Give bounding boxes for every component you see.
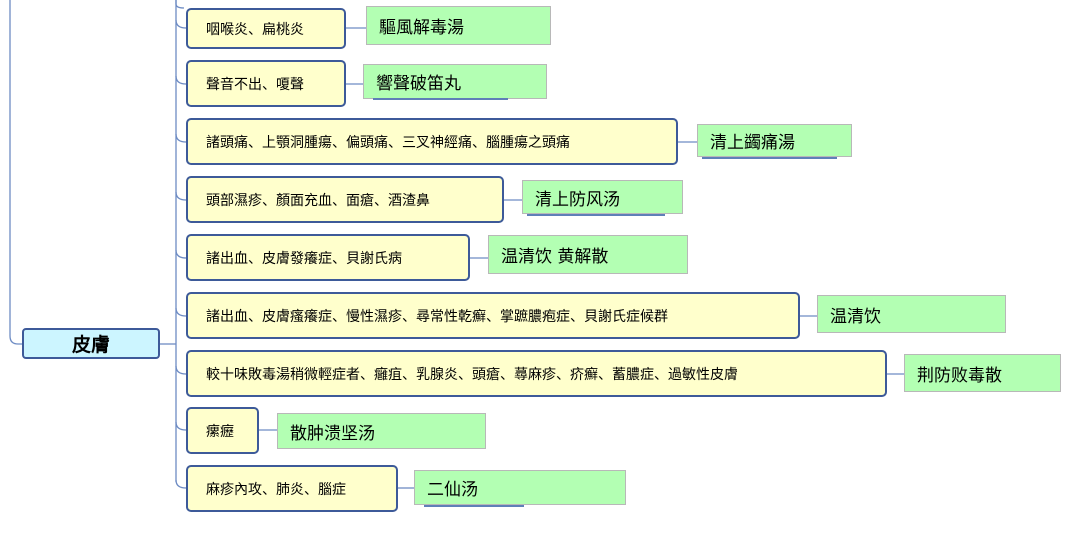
remedy-node[interactable]: 驅風解毒湯 xyxy=(366,6,551,45)
branch-connector xyxy=(175,249,187,259)
branch-connector xyxy=(175,421,187,431)
condition-label: 瘰癧 xyxy=(206,423,234,440)
condition-node[interactable]: 諸出血、皮膚發癢症、貝謝氏病 xyxy=(186,234,470,281)
remedy-node[interactable]: 響聲破笛丸 xyxy=(363,64,547,99)
branch-connector xyxy=(175,133,187,143)
remedy-label: 驅風解毒湯 xyxy=(379,18,464,38)
condition-label: 諸出血、皮膚發癢症、貝謝氏病 xyxy=(206,250,402,267)
root-label: 皮膚 xyxy=(71,334,110,356)
condition-node[interactable]: 諸出血、皮膚瘙癢症、慢性濕疹、尋常性乾癬、掌蹠膿疱症、貝謝氏症候群 xyxy=(186,292,800,339)
remedy-underline xyxy=(527,214,665,216)
remedy-node[interactable]: 清上防风汤 xyxy=(522,180,683,214)
condition-node[interactable]: 諸頭痛、上顎洞腫瘍、偏頭痛、三叉神經痛、腦腫瘍之頭痛 xyxy=(186,118,678,165)
condition-node[interactable]: 聲音不出、嗄聲 xyxy=(186,60,346,107)
condition-label: 較十味敗毒湯稍微輕症者、癰疽、乳腺炎、頭瘡、蕁麻疹、疥癬、蓄膿症、過敏性皮膚 xyxy=(206,366,738,383)
condition-label: 聲音不出、嗄聲 xyxy=(206,76,304,93)
remedy-underline xyxy=(702,157,837,159)
condition-node[interactable]: 麻疹內攻、肺炎、腦症 xyxy=(186,465,398,512)
condition-node[interactable]: 瘰癧 xyxy=(186,407,259,454)
root-node[interactable]: 皮膚 xyxy=(22,328,160,359)
remedy-node[interactable]: 温清饮 黄解散 xyxy=(488,235,688,274)
condition-node[interactable]: 頭部濕疹、顏面充血、面瘡、酒渣鼻 xyxy=(186,176,504,223)
branch-connector xyxy=(175,479,187,489)
condition-label: 麻疹內攻、肺炎、腦症 xyxy=(206,481,346,498)
remedy-node[interactable]: 二仙汤 xyxy=(414,470,626,505)
remedy-node[interactable]: 清上蠲痛湯 xyxy=(697,124,852,157)
branch-connector xyxy=(175,75,187,85)
remedy-label: 温清饮 xyxy=(830,306,881,327)
remedy-label: 荆防败毒散 xyxy=(917,365,1002,386)
remedy-label: 散肿溃坚汤 xyxy=(290,423,375,444)
remedy-underline xyxy=(373,98,508,100)
condition-label: 諸頭痛、上顎洞腫瘍、偏頭痛、三叉神經痛、腦腫瘍之頭痛 xyxy=(206,134,570,151)
remedy-label: 響聲破笛丸 xyxy=(376,74,461,94)
branch-connector xyxy=(175,365,187,375)
branch-connector xyxy=(175,0,185,9)
condition-node[interactable]: 較十味敗毒湯稍微輕症者、癰疽、乳腺炎、頭瘡、蕁麻疹、疥癬、蓄膿症、過敏性皮膚 xyxy=(186,350,887,397)
remedy-label: 清上防风汤 xyxy=(535,189,620,210)
remedy-node[interactable]: 荆防败毒散 xyxy=(904,354,1061,392)
remedy-label: 温清饮 黄解散 xyxy=(501,247,609,267)
remedy-underline xyxy=(424,505,524,507)
condition-label: 諸出血、皮膚瘙癢症、慢性濕疹、尋常性乾癬、掌蹠膿疱症、貝謝氏症候群 xyxy=(206,308,668,325)
branch-connector xyxy=(175,191,187,201)
trunk-connector xyxy=(9,0,22,345)
remedy-node[interactable]: 散肿溃坚汤 xyxy=(277,413,486,449)
remedy-node[interactable]: 温清饮 xyxy=(817,295,1006,333)
remedy-label: 清上蠲痛湯 xyxy=(710,133,795,153)
remedy-label: 二仙汤 xyxy=(427,480,478,500)
branch-connector xyxy=(175,19,187,29)
branch-connector xyxy=(175,307,187,317)
condition-label: 咽喉炎、扁桃炎 xyxy=(206,21,304,38)
condition-label: 頭部濕疹、顏面充血、面瘡、酒渣鼻 xyxy=(206,192,430,209)
condition-node[interactable]: 咽喉炎、扁桃炎 xyxy=(186,8,346,49)
